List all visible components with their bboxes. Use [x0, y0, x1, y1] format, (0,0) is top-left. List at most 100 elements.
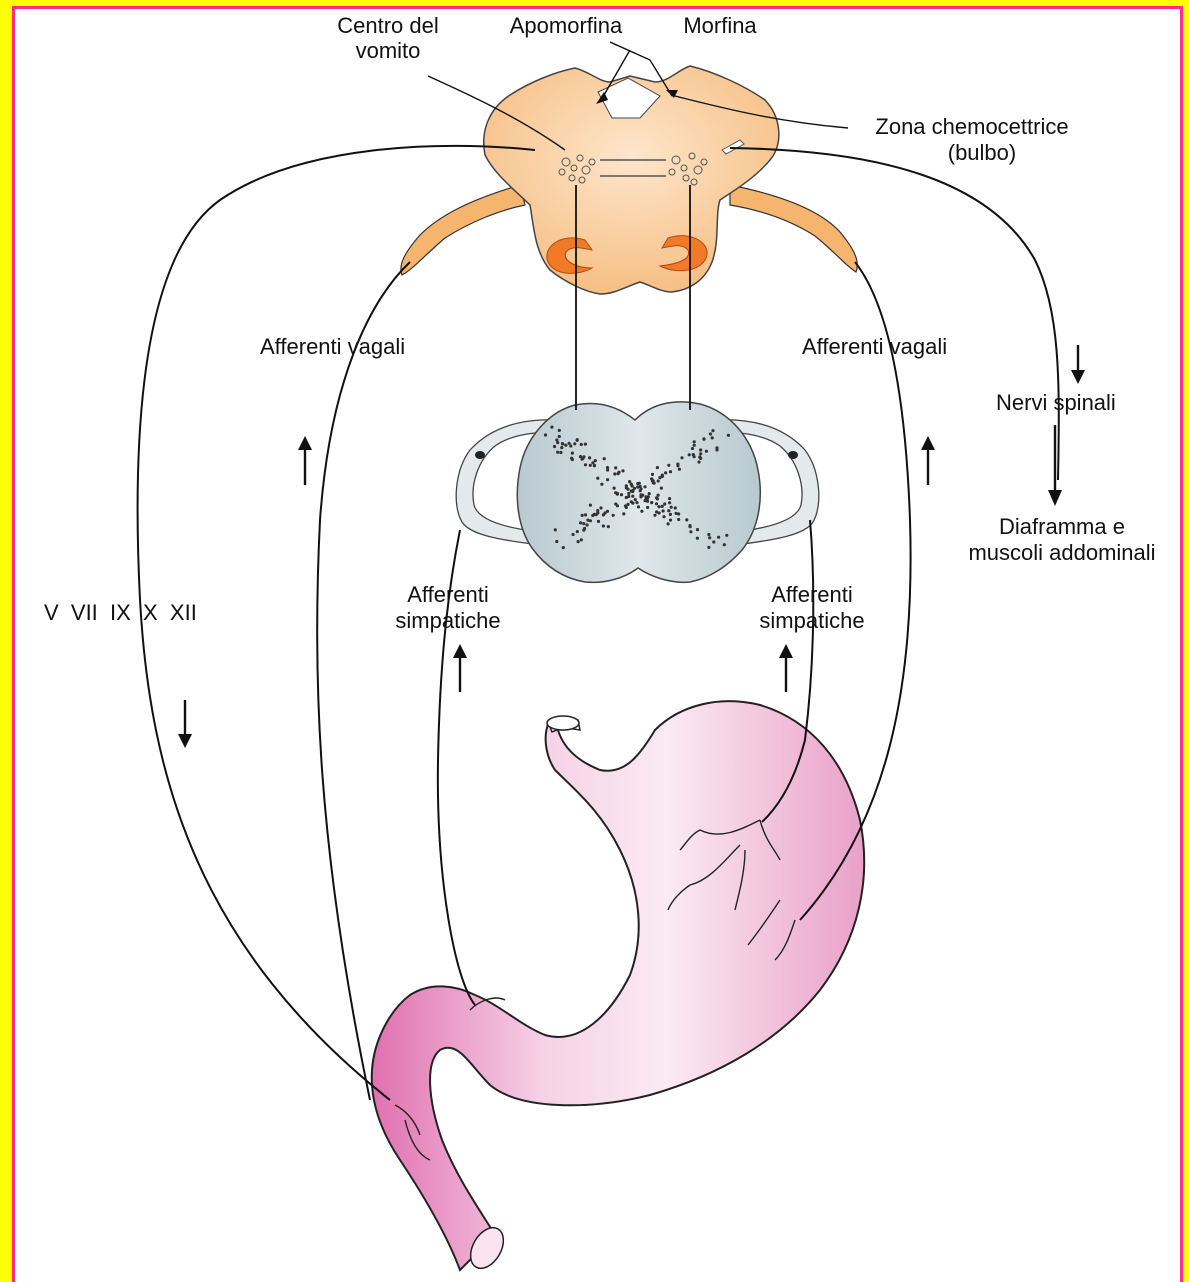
gray-matter-dot	[620, 493, 623, 496]
gray-matter-dot	[688, 524, 691, 527]
label-simpatiche-right-1: Afferenti	[771, 582, 853, 607]
gray-matter-dot	[556, 441, 559, 444]
gray-matter-dot	[586, 519, 589, 522]
gray-matter-dot	[602, 524, 605, 527]
gray-matter-dot	[625, 496, 628, 499]
gray-matter-dot	[658, 511, 661, 514]
gray-matter-dot	[631, 490, 634, 493]
gray-matter-dot	[693, 440, 696, 443]
gray-matter-dot	[553, 445, 556, 448]
label-apomorfina: Apomorfina	[510, 13, 623, 38]
gray-matter-dot	[614, 502, 617, 505]
gray-matter-dot	[693, 444, 696, 447]
gray-matter-dot	[576, 530, 579, 533]
gray-matter-dot	[621, 469, 624, 472]
gray-matter-dot	[631, 495, 634, 498]
gray-matter-dot	[571, 452, 574, 455]
gray-matter-dot	[711, 436, 714, 439]
gray-matter-dot	[630, 500, 633, 503]
gray-matter-dot	[670, 506, 673, 509]
medulla-section	[401, 66, 857, 294]
gray-matter-dot	[556, 451, 559, 454]
label-centro-vomito-1: Centro del	[337, 13, 439, 38]
gray-matter-dot	[627, 492, 630, 495]
label-diaframma-2: muscoli addominali	[968, 540, 1155, 565]
gray-matter-dot	[674, 506, 677, 509]
gray-matter-dot	[711, 429, 714, 432]
gray-matter-dot	[639, 489, 642, 492]
label-simpatiche-left-2: simpatiche	[395, 608, 500, 633]
gray-matter-dot	[626, 503, 629, 506]
gray-matter-dot	[594, 459, 597, 462]
right-ganglion	[788, 451, 798, 459]
gray-matter-dot	[579, 521, 582, 524]
gray-matter-dot	[622, 512, 625, 515]
gray-matter-dot	[662, 515, 665, 518]
label-afferenti-vagali-right: Afferenti vagali	[802, 334, 947, 359]
gray-matter-dot	[717, 536, 720, 539]
gray-matter-dot	[581, 457, 584, 460]
gray-matter-dot	[638, 482, 641, 485]
gray-matter-dot	[614, 466, 617, 469]
gray-matter-dot	[668, 497, 671, 500]
gray-matter-dot	[707, 546, 710, 549]
gray-matter-dot	[582, 529, 585, 532]
gray-matter-dot	[699, 452, 702, 455]
gray-matter-dot	[589, 464, 592, 467]
gray-matter-dot	[584, 443, 587, 446]
gray-matter-dot	[591, 461, 594, 464]
gray-matter-dot	[678, 468, 681, 471]
gray-matter-dot	[581, 514, 584, 517]
gray-matter-dot	[669, 519, 672, 522]
label-morfina: Morfina	[683, 13, 757, 38]
gray-matter-dot	[593, 513, 596, 516]
gray-matter-dot	[600, 483, 603, 486]
left-vagal-pathway	[317, 262, 410, 1100]
gray-matter-dot	[669, 470, 672, 473]
gray-matter-dot	[699, 448, 702, 451]
gray-matter-dot	[688, 453, 691, 456]
gray-matter-dot	[554, 528, 557, 531]
gray-matter-dot	[644, 498, 647, 501]
gray-matter-dot	[584, 463, 587, 466]
gray-matter-dot	[723, 543, 726, 546]
gray-matter-dot	[661, 475, 664, 478]
stomach-body	[372, 701, 864, 1270]
arrow-down-cranial	[178, 700, 192, 748]
gray-matter-dot	[607, 525, 610, 528]
gray-matter-dot	[617, 472, 620, 475]
stomach	[372, 701, 864, 1274]
arrow-up-left-vagal	[298, 436, 312, 485]
spinal-cord-body	[517, 402, 760, 583]
gray-matter-dot	[696, 537, 699, 540]
gray-matter-dot	[586, 523, 589, 526]
gray-matter-dot	[640, 510, 643, 513]
gray-matter-dot	[588, 456, 591, 459]
gray-matter-dot	[613, 472, 616, 475]
gray-matter-dot	[572, 533, 575, 536]
gray-matter-dot	[603, 457, 606, 460]
label-simpatiche-right-2: simpatiche	[759, 608, 864, 633]
gray-matter-dot	[635, 501, 638, 504]
gray-matter-dot	[727, 434, 730, 437]
arrow-up-left-sympathetic	[453, 644, 467, 692]
gray-matter-dot	[709, 432, 712, 435]
gray-matter-dot	[646, 506, 649, 509]
gray-matter-dot	[667, 522, 670, 525]
gray-matter-dot	[569, 444, 572, 447]
gray-matter-dot	[696, 528, 699, 531]
left-ganglion	[475, 451, 485, 459]
gray-matter-dot	[570, 457, 573, 460]
label-centro-vomito-2: vomito	[356, 38, 421, 63]
left-nerve-root	[401, 185, 525, 275]
gray-matter-dot	[558, 429, 561, 432]
gray-matter-dot	[725, 534, 728, 537]
gray-matter-dot	[580, 538, 583, 541]
gray-matter-dot	[577, 540, 580, 543]
label-simpatiche-left-1: Afferenti	[407, 582, 489, 607]
gray-matter-dot	[589, 504, 592, 507]
gray-matter-dot	[626, 488, 629, 491]
gray-matter-dot	[625, 484, 628, 487]
arrow-down-spinal	[1071, 345, 1085, 384]
gray-matter-dot	[648, 492, 651, 495]
